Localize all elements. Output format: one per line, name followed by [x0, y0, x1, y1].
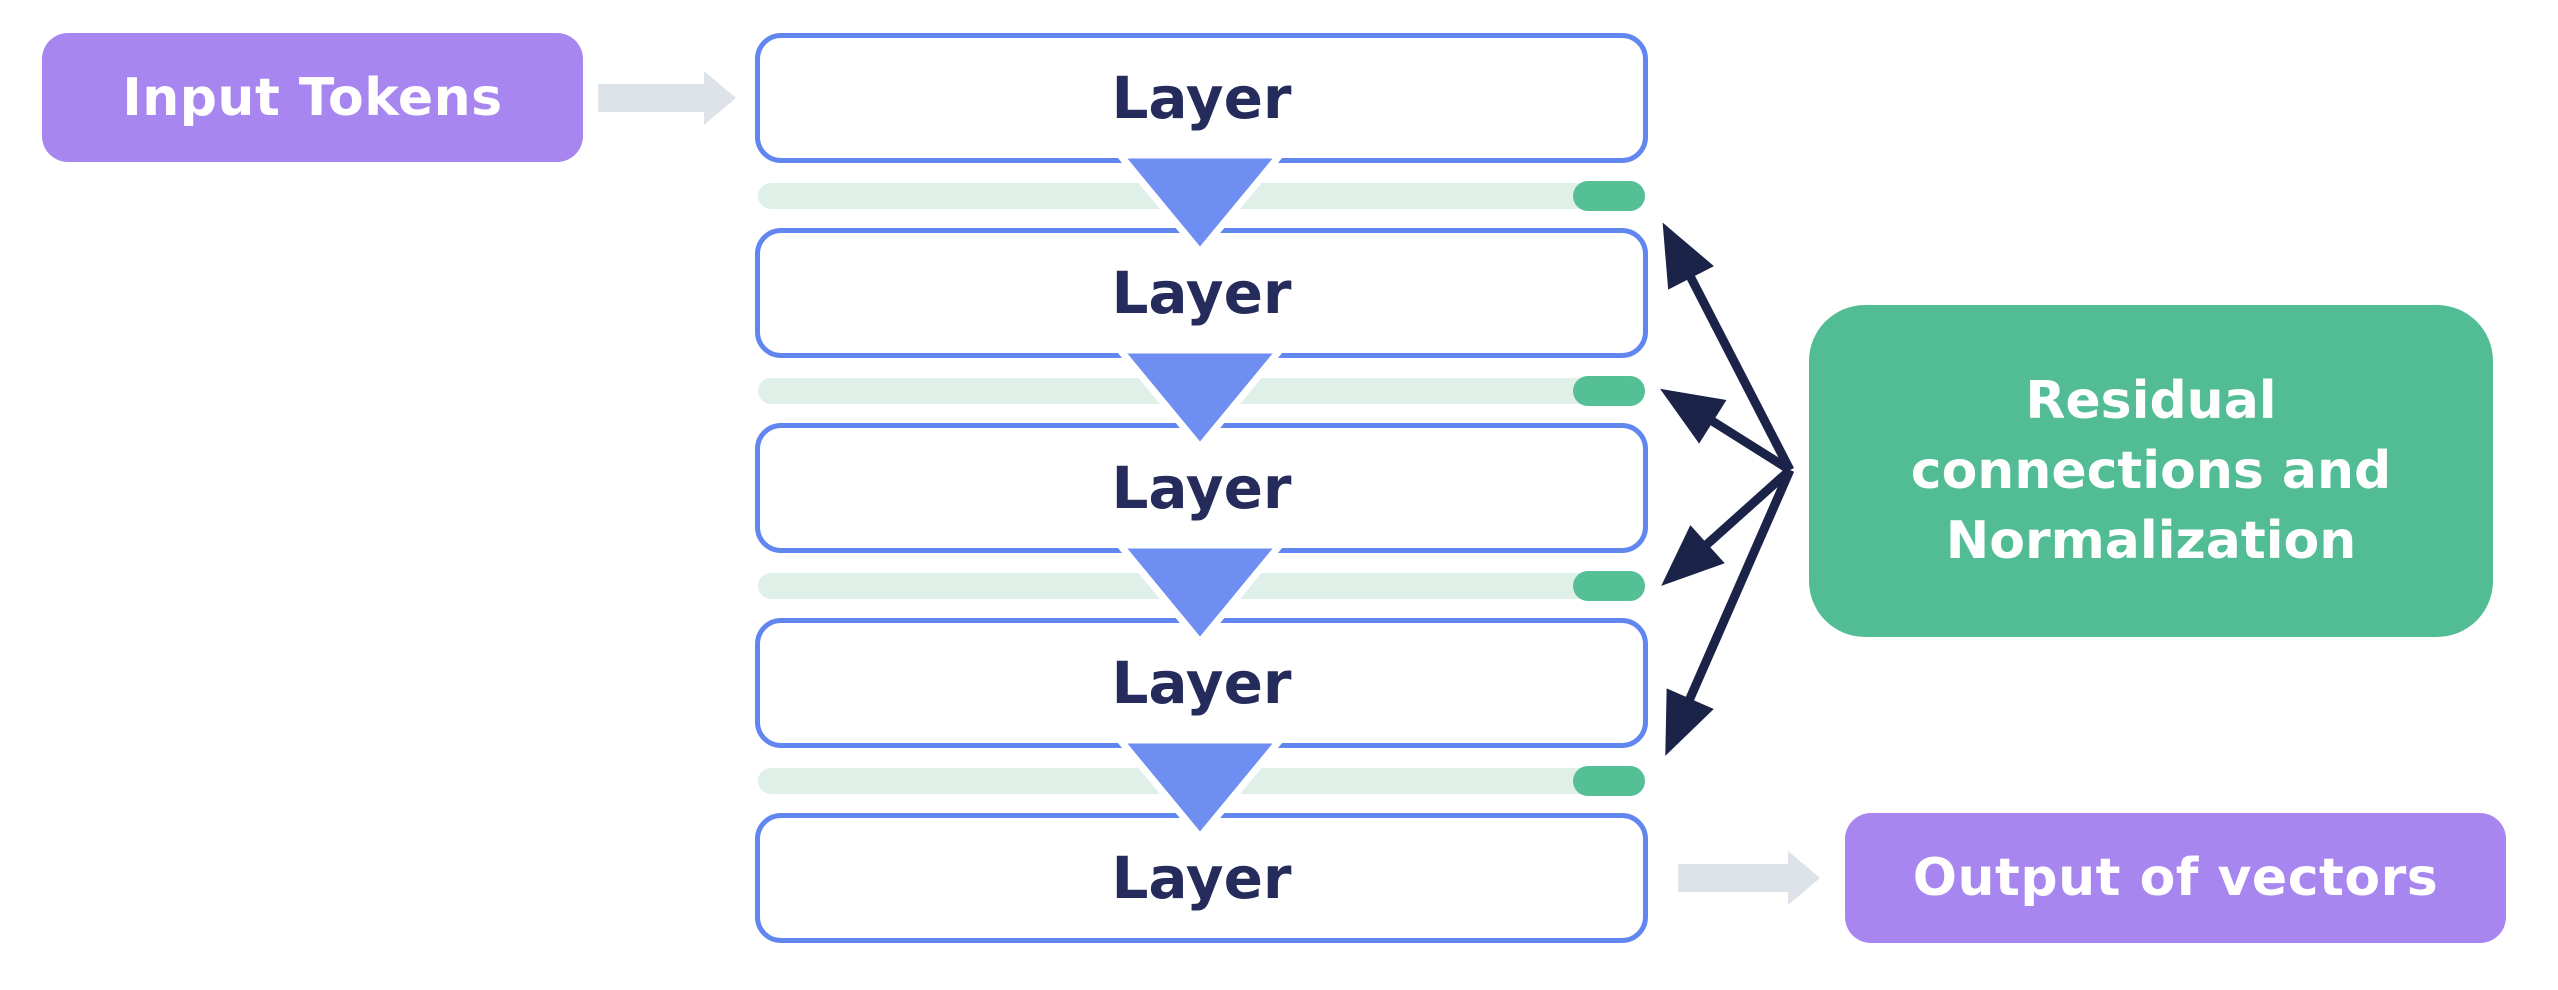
layer-label: Layer: [1111, 64, 1292, 132]
norm-pill-icon: [1573, 766, 1645, 796]
layer-label: Layer: [1111, 844, 1292, 912]
arrowhead-icon: [1661, 525, 1725, 586]
input-tokens-box: Input Tokens: [42, 33, 583, 162]
residual-arrows-group: [1660, 222, 1795, 756]
input-tokens-label: Input Tokens: [122, 67, 503, 128]
layer-box-2: Layer: [755, 228, 1648, 358]
residual-arrow-line: [1700, 466, 1794, 551]
residual-arrow-line: [1684, 271, 1795, 473]
output-vectors-box: Output of vectors: [1845, 813, 2506, 943]
layer-box-4: Layer: [755, 618, 1648, 748]
norm-bar-icon: [758, 183, 1645, 209]
residual-line-1: Residual: [2025, 371, 2277, 431]
output-vectors-label: Output of vectors: [1912, 848, 2439, 908]
norm-pill-icon: [1573, 181, 1645, 211]
norm-bar-icon: [758, 768, 1645, 794]
flow-arrow-icon: [1678, 851, 1820, 905]
flow-arrow-icon: [598, 71, 736, 125]
norm-pill-icon: [1573, 376, 1645, 406]
norm-bar-icon: [758, 573, 1645, 599]
layer-label: Layer: [1111, 259, 1292, 327]
arrowhead-icon: [1660, 388, 1727, 444]
residual-connections-box: Residual connections and Normalization: [1809, 305, 2493, 637]
layer-label: Layer: [1111, 454, 1292, 522]
layer-box-5: Layer: [755, 813, 1648, 943]
arrowhead-icon: [1665, 688, 1714, 756]
layer-box-1: Layer: [755, 33, 1648, 163]
layer-box-3: Layer: [755, 423, 1648, 553]
residual-line-3: Normalization: [1945, 511, 2357, 571]
norm-pill-icon: [1573, 571, 1645, 601]
layer-label: Layer: [1111, 649, 1292, 717]
arrowhead-icon: [1662, 222, 1714, 290]
residual-arrow-line: [1683, 468, 1795, 705]
residual-line-2: connections and: [1910, 441, 2392, 501]
norm-bar-icon: [758, 378, 1645, 404]
residual-arrow-line: [1706, 415, 1793, 474]
